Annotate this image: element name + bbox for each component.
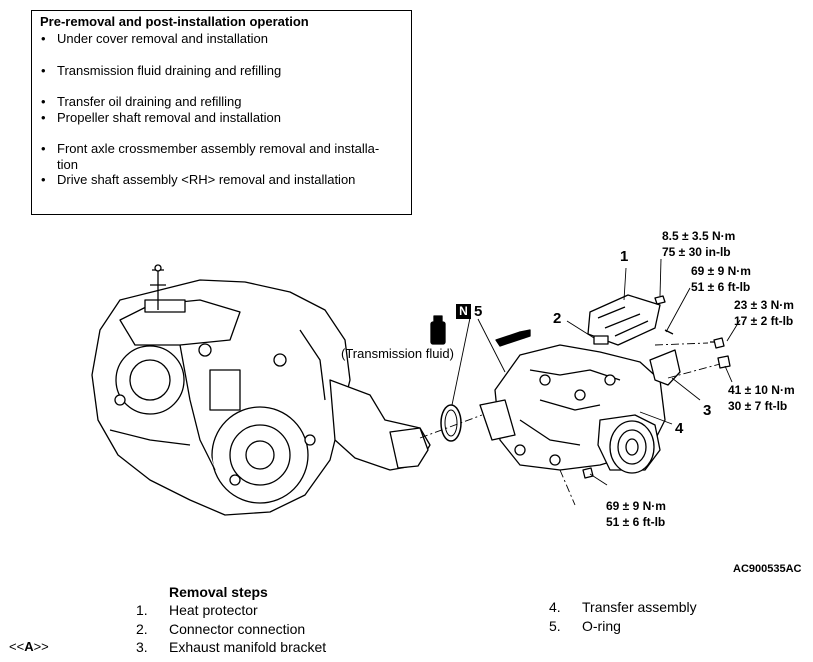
removal-steps-title: Removal steps — [169, 584, 268, 600]
pre-removal-item: Transmission fluid draining and refillin… — [40, 63, 403, 79]
n-symbol: N — [456, 304, 471, 319]
pre-removal-box: Pre-removal and post-installation operat… — [31, 10, 412, 215]
callout-3: 3 — [703, 402, 712, 419]
removal-step: 4.Transfer assembly — [549, 599, 697, 615]
fluid-bottle-icon — [430, 321, 446, 345]
service-point-marker: <<A>> — [9, 639, 49, 654]
callout-5: 5 — [474, 303, 483, 320]
callout-4: 4 — [675, 420, 684, 437]
transmission-illustration — [91, 264, 431, 516]
pre-removal-title: Pre-removal and post-installation operat… — [40, 14, 309, 29]
pre-removal-item: Drive shaft assembly <RH> removal and in… — [40, 172, 403, 188]
removal-step: 2.Connector connection — [136, 621, 306, 637]
removal-step: 3.Exhaust manifold bracket — [136, 639, 327, 655]
removal-step: 5.O-ring — [549, 618, 621, 634]
transfer-assembly-illustration — [479, 344, 666, 474]
pre-removal-item: Propeller shaft removal and installation — [40, 110, 403, 126]
bolts — [582, 295, 731, 479]
removal-step: 1.Heat protector — [136, 602, 258, 618]
connector — [593, 335, 609, 345]
pre-removal-item: Front axle crossmember assembly removal … — [40, 141, 403, 172]
grease-tube-icon — [495, 331, 525, 347]
callout-1: 1 — [620, 248, 629, 265]
pre-removal-item: Under cover removal and installation — [40, 31, 403, 47]
pre-removal-list: Under cover removal and installation Tra… — [40, 31, 403, 188]
pre-removal-item: Transfer oil draining and refilling — [40, 94, 403, 110]
callout-2: 2 — [553, 310, 562, 327]
fluid-label: (Transmission fluid) — [341, 346, 454, 361]
figure-id: AC900535AC — [733, 563, 802, 575]
exhaust-manifold-bracket — [649, 349, 681, 386]
